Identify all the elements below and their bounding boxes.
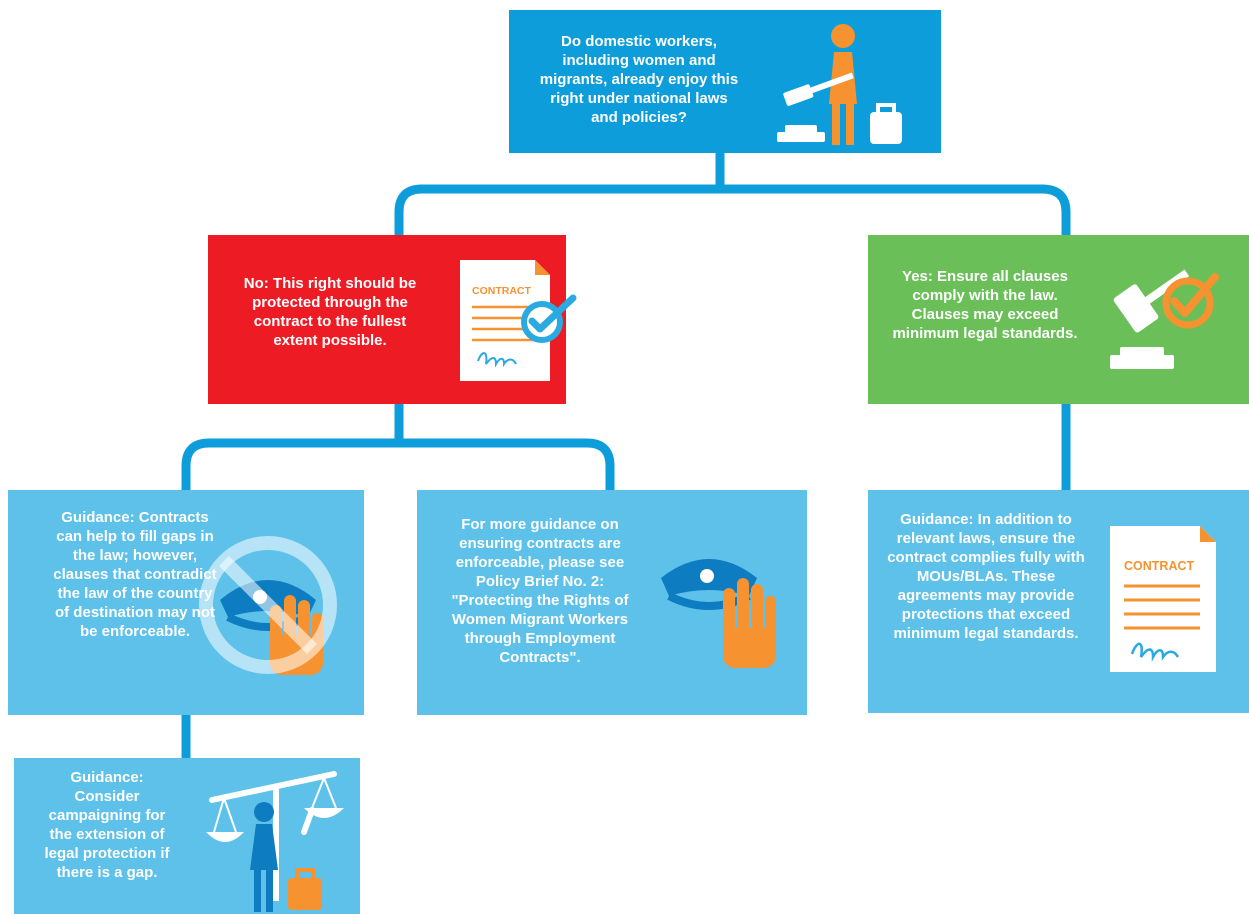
guidance-mous-box: Guidance: In addition to relevant laws, … xyxy=(868,490,1249,713)
guidance-mous-text: Guidance: In addition to relevant laws, … xyxy=(887,511,1085,642)
connector-to-guidance xyxy=(181,438,615,492)
guidance-gaps-text: Guidance: Contracts can help to fill gap… xyxy=(53,509,217,640)
guidance-campaign-text: Guidance: Consider campaigning for the e… xyxy=(44,769,170,881)
contract-icon: CONTRACT xyxy=(1108,526,1218,676)
guidance-campaign-box: Guidance: Consider campaigning for the e… xyxy=(14,758,360,914)
yes-text: Yes: Ensure all clauses comply with the … xyxy=(892,268,1078,342)
connector-to-no xyxy=(394,184,1071,236)
guidance-brief-text: For more guidance on ensuring contracts … xyxy=(451,516,629,666)
contract-label: CONTRACT xyxy=(472,285,531,297)
no-box: No: This right should be protected throu… xyxy=(208,235,577,404)
no-police-icon xyxy=(198,535,338,675)
question-box: Do domestic workers, including women and… xyxy=(509,10,941,153)
question-text: Do domestic workers, including women and… xyxy=(539,33,739,126)
guidance-brief-box: For more guidance on ensuring contracts … xyxy=(417,490,807,715)
woman-with-gavel-and-luggage-icon xyxy=(777,22,907,146)
yes-box: Yes: Ensure all clauses comply with the … xyxy=(868,235,1249,404)
contract-with-checkmark-icon: CONTRACT xyxy=(458,260,578,385)
gavel-with-checkmark-icon xyxy=(1102,263,1230,375)
no-text: No: This right should be protected throu… xyxy=(243,275,417,349)
scales-woman-icon xyxy=(202,766,354,912)
contract-label: CONTRACT xyxy=(1124,559,1194,573)
guidance-gaps-box: Guidance: Contracts can help to fill gap… xyxy=(8,490,364,715)
police-hand-icon xyxy=(657,548,782,673)
